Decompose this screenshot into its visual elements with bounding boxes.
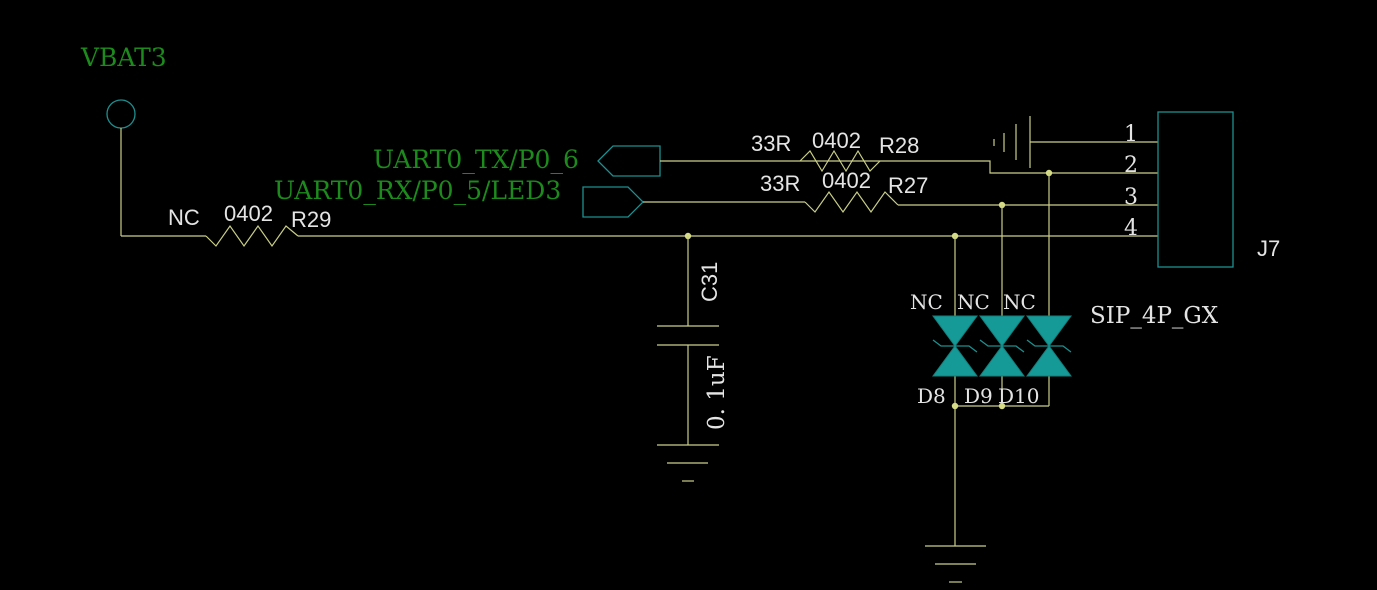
vbat3-power-port[interactable]: VBAT3 — [80, 43, 167, 236]
uart-rx-label: UART0_RX/P0_5/LED3 — [274, 176, 561, 205]
resistor-r29[interactable]: NC 0402 R29 — [168, 201, 331, 248]
port-arrow-icon — [582, 186, 644, 218]
tvs-ground-icon — [925, 545, 986, 583]
tvs-ref-d8: D8 — [917, 384, 946, 408]
tvs-diode-d10-icon — [1026, 345, 1072, 377]
connector-body — [1157, 111, 1234, 268]
c31-ref: C31 — [697, 262, 722, 302]
r29-value: NC — [168, 205, 200, 230]
r28-ref: R28 — [879, 133, 919, 158]
uart-tx-port[interactable]: UART0_TX/P0_6 — [373, 145, 661, 177]
tvs-diode-d9-icon — [979, 315, 1025, 347]
tvs-ref-d9: D9 — [964, 384, 993, 408]
resistor-zigzag-icon — [205, 224, 299, 248]
r28-package: 0402 — [812, 128, 861, 153]
resistor-r28[interactable]: 33R 0402 R28 — [751, 128, 919, 173]
resistor-zigzag-icon — [804, 190, 899, 214]
c31-ground-icon — [657, 444, 719, 482]
c31-value: 0. 1uF — [704, 355, 730, 430]
tx-net-wires — [660, 160, 1158, 174]
capacitor-c31[interactable]: C31 0. 1uF — [657, 232, 730, 445]
connector-j7[interactable]: 1 2 3 4 J7 — [1124, 111, 1280, 268]
j7-ref: J7 — [1257, 236, 1280, 261]
tvs-diode-d10-icon — [1026, 315, 1072, 347]
j7-pin-2: 2 — [1124, 153, 1138, 178]
pin1-ground-symbol — [993, 116, 1158, 168]
r27-value: 33R — [760, 171, 800, 196]
r29-package: 0402 — [224, 201, 273, 226]
resistor-zigzag-icon — [799, 149, 881, 173]
r28-value: 33R — [751, 131, 791, 156]
tvs-value-3: NC — [1003, 290, 1036, 314]
j7-pin-1: 1 — [1124, 122, 1138, 147]
r29-ref: R29 — [291, 207, 331, 232]
tvs-part-name: SIP_4P_GX — [1090, 303, 1219, 329]
tvs-diode-d9-icon — [979, 345, 1025, 377]
tvs-ref-d10: D10 — [998, 384, 1039, 408]
resistor-r27[interactable]: 33R 0402 R27 — [760, 168, 928, 214]
tvs-value-1: NC — [910, 290, 943, 314]
j7-pin-3: 3 — [1124, 185, 1138, 210]
tvs-value-2: NC — [957, 290, 990, 314]
uart-tx-label: UART0_TX/P0_6 — [373, 145, 579, 174]
tvs-diode-d8-icon — [932, 315, 978, 347]
tvs-array[interactable]: NC NC NC D8 D9 D10 SIP_4P_GX — [910, 290, 1219, 408]
uart-rx-port[interactable]: UART0_RX/P0_5/LED3 — [274, 176, 644, 218]
tvs-wires — [951, 169, 1053, 546]
tvs-diode-d8-icon — [932, 345, 978, 377]
power-port-circle-icon — [106, 99, 136, 129]
r27-ref: R27 — [888, 173, 928, 198]
j7-pin-4: 4 — [1124, 216, 1138, 241]
rx-net-wires — [643, 201, 1158, 206]
port-arrow-icon — [597, 145, 661, 177]
r27-package: 0402 — [822, 168, 871, 193]
vbat3-label: VBAT3 — [80, 43, 167, 72]
